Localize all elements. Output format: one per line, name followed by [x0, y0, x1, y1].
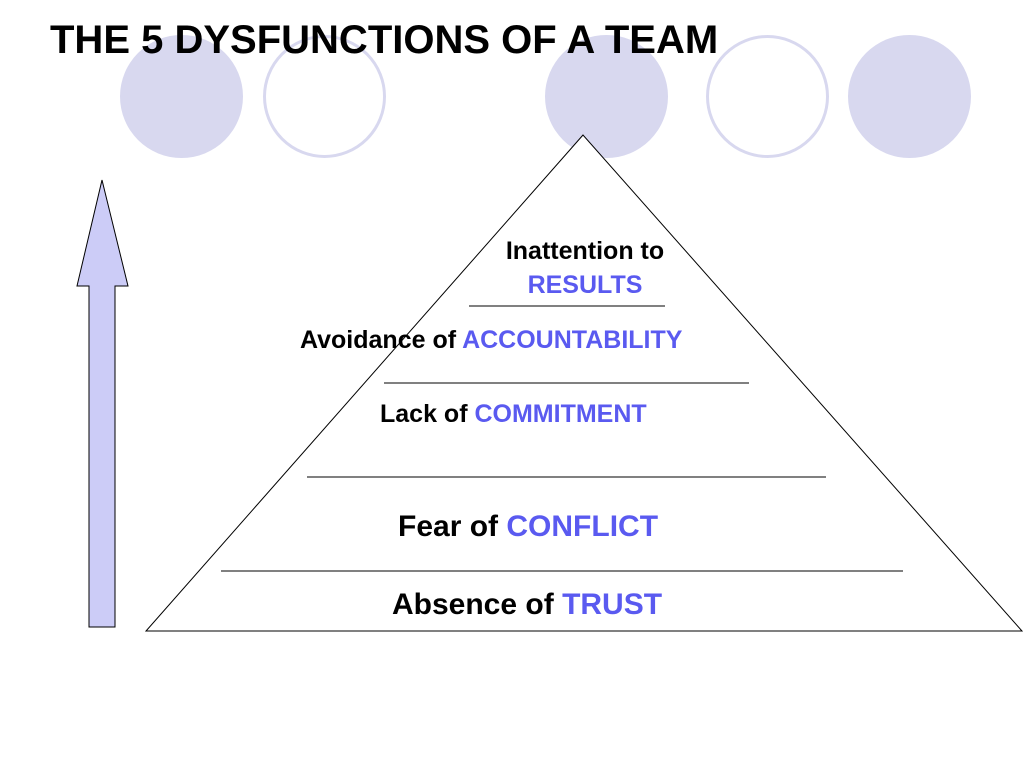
level-trust-label: Absence of TRUST [392, 588, 662, 622]
decor-circle-2 [263, 35, 386, 158]
level-trust-keyword: TRUST [562, 588, 663, 621]
level-commitment-keyword: COMMITMENT [474, 400, 647, 428]
level-accountability-keyword: ACCOUNTABILITY [462, 326, 683, 354]
decor-circle-1 [120, 35, 243, 158]
level-results-label: Inattention to RESULTS [470, 234, 700, 302]
level-accountability-label: Avoidance of ACCOUNTABILITY [300, 326, 682, 355]
slide-title: THE 5 DYSFUNCTIONS OF A TEAM [50, 18, 719, 62]
level-conflict-keyword: CONFLICT [506, 510, 659, 543]
decor-circle-5 [848, 35, 971, 158]
level-accountability-prefix: Avoidance of [300, 326, 457, 354]
level-commitment-label: Lack of COMMITMENT [380, 400, 647, 429]
level-results-prefix: Inattention to [505, 237, 665, 265]
up-arrow [76, 179, 129, 628]
level-conflict-prefix: Fear of [398, 510, 499, 543]
decor-circle-4 [706, 35, 829, 158]
level-trust-prefix: Absence of [392, 588, 554, 621]
level-conflict-label: Fear of CONFLICT [398, 510, 658, 544]
level-results-keyword: RESULTS [527, 271, 643, 299]
level-commitment-prefix: Lack of [380, 400, 468, 428]
decor-circle-3 [545, 35, 668, 158]
